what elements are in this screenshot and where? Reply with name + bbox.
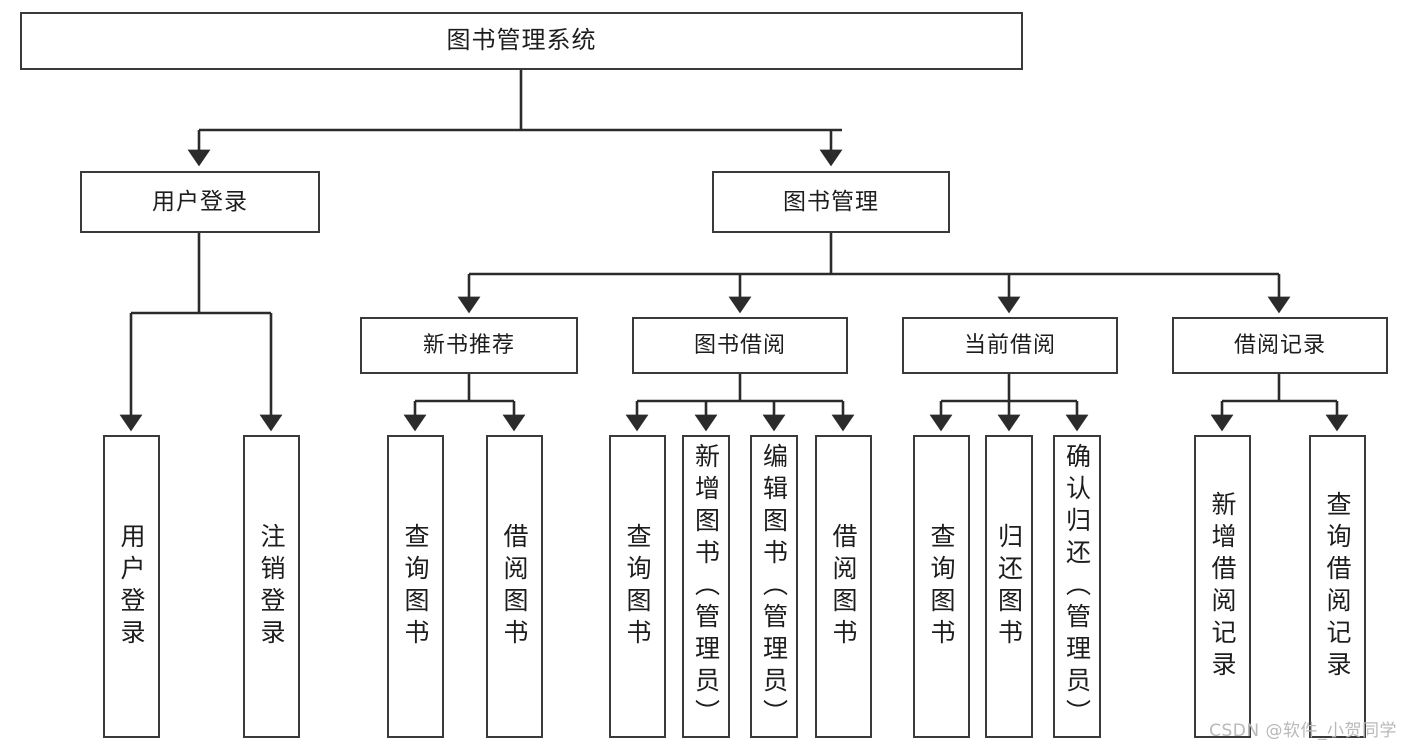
- node-leaf-query-record[interactable]: 查询借阅记录: [1309, 435, 1366, 738]
- node-root-label: 图书管理系统: [446, 26, 597, 55]
- node-user-login[interactable]: 用户登录: [80, 171, 320, 233]
- node-leaf-borrow-book-2[interactable]: 借阅图书: [815, 435, 872, 738]
- node-leaf-add-record[interactable]: 新增借阅记录: [1194, 435, 1251, 738]
- node-leaf-query-book-1-label: 查询图书: [401, 522, 430, 651]
- node-borrow-record[interactable]: 借阅记录: [1172, 317, 1388, 374]
- node-leaf-user-login[interactable]: 用户登录: [103, 435, 160, 738]
- node-borrow-record-label: 借阅记录: [1233, 332, 1326, 358]
- node-book-manage-label: 图书管理: [783, 188, 879, 215]
- node-leaf-query-book-2[interactable]: 查询图书: [609, 435, 666, 738]
- node-leaf-logout-label: 注销登录: [257, 522, 286, 651]
- node-leaf-query-book-3[interactable]: 查询图书: [913, 435, 970, 738]
- node-current-borrow[interactable]: 当前借阅: [902, 317, 1118, 374]
- node-leaf-logout[interactable]: 注销登录: [243, 435, 300, 738]
- node-leaf-edit-book-label: 编辑图书（管理员）: [759, 443, 789, 731]
- node-leaf-return-book-label: 归还图书: [994, 522, 1024, 651]
- node-leaf-add-book-label: 新增图书（管理员）: [691, 443, 721, 731]
- node-book-borrow-label: 图书借阅: [693, 332, 786, 358]
- node-leaf-query-book-3-label: 查询图书: [927, 522, 956, 651]
- node-new-book-rec[interactable]: 新书推荐: [360, 317, 578, 374]
- node-leaf-borrow-book-1-label: 借阅图书: [500, 522, 529, 651]
- watermark: CSDN @软件_小贺同学: [1209, 721, 1397, 741]
- node-root[interactable]: 图书管理系统: [20, 12, 1023, 70]
- node-new-book-rec-label: 新书推荐: [422, 332, 515, 358]
- node-leaf-user-login-label: 用户登录: [117, 522, 146, 651]
- node-leaf-return-book[interactable]: 归还图书: [985, 435, 1033, 738]
- node-user-login-label: 用户登录: [152, 188, 248, 215]
- node-leaf-query-record-label: 查询借阅记录: [1323, 490, 1352, 683]
- node-current-borrow-label: 当前借阅: [963, 332, 1056, 358]
- node-leaf-add-book[interactable]: 新增图书（管理员）: [682, 435, 730, 738]
- node-book-borrow[interactable]: 图书借阅: [632, 317, 848, 374]
- node-leaf-edit-book[interactable]: 编辑图书（管理员）: [750, 435, 798, 738]
- node-leaf-confirm-return-label: 确认归还（管理员）: [1062, 443, 1092, 731]
- node-leaf-add-record-label: 新增借阅记录: [1208, 490, 1237, 683]
- node-leaf-confirm-return[interactable]: 确认归还（管理员）: [1053, 435, 1101, 738]
- node-book-manage[interactable]: 图书管理: [712, 171, 950, 233]
- node-leaf-query-book-1[interactable]: 查询图书: [387, 435, 444, 738]
- node-leaf-borrow-book-1[interactable]: 借阅图书: [486, 435, 543, 738]
- node-leaf-query-book-2-label: 查询图书: [623, 522, 652, 651]
- node-leaf-borrow-book-2-label: 借阅图书: [829, 522, 858, 651]
